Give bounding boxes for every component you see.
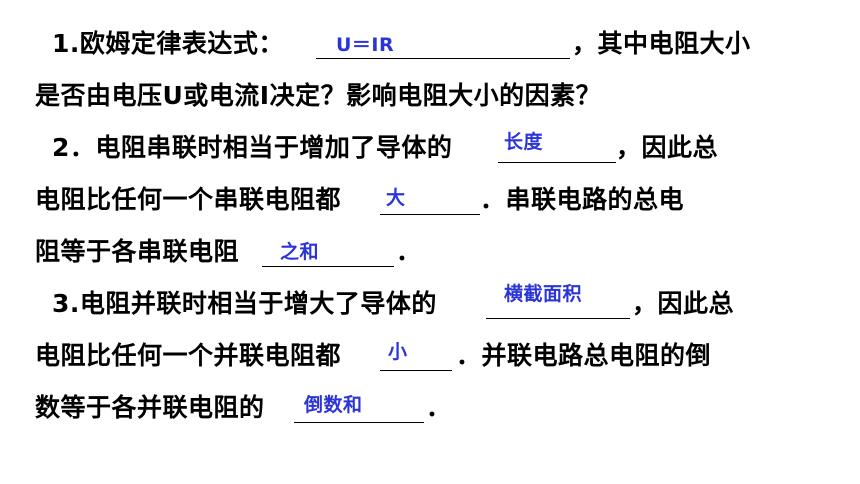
item-3-answer-2: 小 — [388, 341, 408, 363]
item-3-line-2-suffix: ．并联电路总电阻的倒 — [456, 341, 712, 370]
item-3-answer-1: 横截面积 — [504, 283, 583, 305]
item-2-line-2-prefix: 电阻比任何一个串联电阻都 — [35, 185, 342, 214]
item-3-blank-1 — [486, 288, 630, 319]
item-3-line-3-prefix: 数等于各并联电阻的 — [35, 393, 265, 422]
item-2-answer-1: 长度 — [504, 131, 544, 153]
item-2-suffix-1: ，因此总 — [616, 133, 719, 162]
item-3-blank-2 — [380, 340, 452, 371]
item-3-prefix: 3.电阻并联时相当于增大了导体的 — [52, 289, 437, 318]
item-2-prefix: 2．电阻串联时相当于增加了导体的 — [52, 133, 453, 162]
item-1-blank — [316, 28, 570, 59]
item-2-answer-3: 之和 — [280, 241, 320, 263]
item-2-answer-2: 大 — [386, 187, 406, 209]
item-2-line-3-prefix: 阻等于各串联电阻 — [35, 237, 240, 266]
item-2-line-3-suffix: ． — [396, 237, 422, 266]
item-3-answer-3: 倒数和 — [304, 394, 363, 416]
item-3-line-2-prefix: 电阻比任何一个并联电阻都 — [35, 341, 342, 370]
item-1-suffix: ，其中电阻大小 — [572, 29, 751, 58]
item-1-question: 是否由电压U或电流I决定？影响电阻大小的因素？ — [35, 81, 602, 110]
item-1-prefix: 1.欧姆定律表达式： — [52, 29, 284, 58]
item-3-line-3-suffix: ． — [426, 393, 452, 422]
item-2-line-2-suffix: ．串联电路的总电 — [480, 185, 685, 214]
item-1-answer: U＝IR — [336, 34, 395, 56]
item-2-blank-1 — [498, 132, 616, 163]
item-3-suffix-1: ，因此总 — [632, 289, 735, 318]
item-2-blank-2 — [380, 184, 480, 215]
item-2-blank-3 — [262, 236, 394, 267]
item-3-blank-3 — [294, 392, 424, 423]
